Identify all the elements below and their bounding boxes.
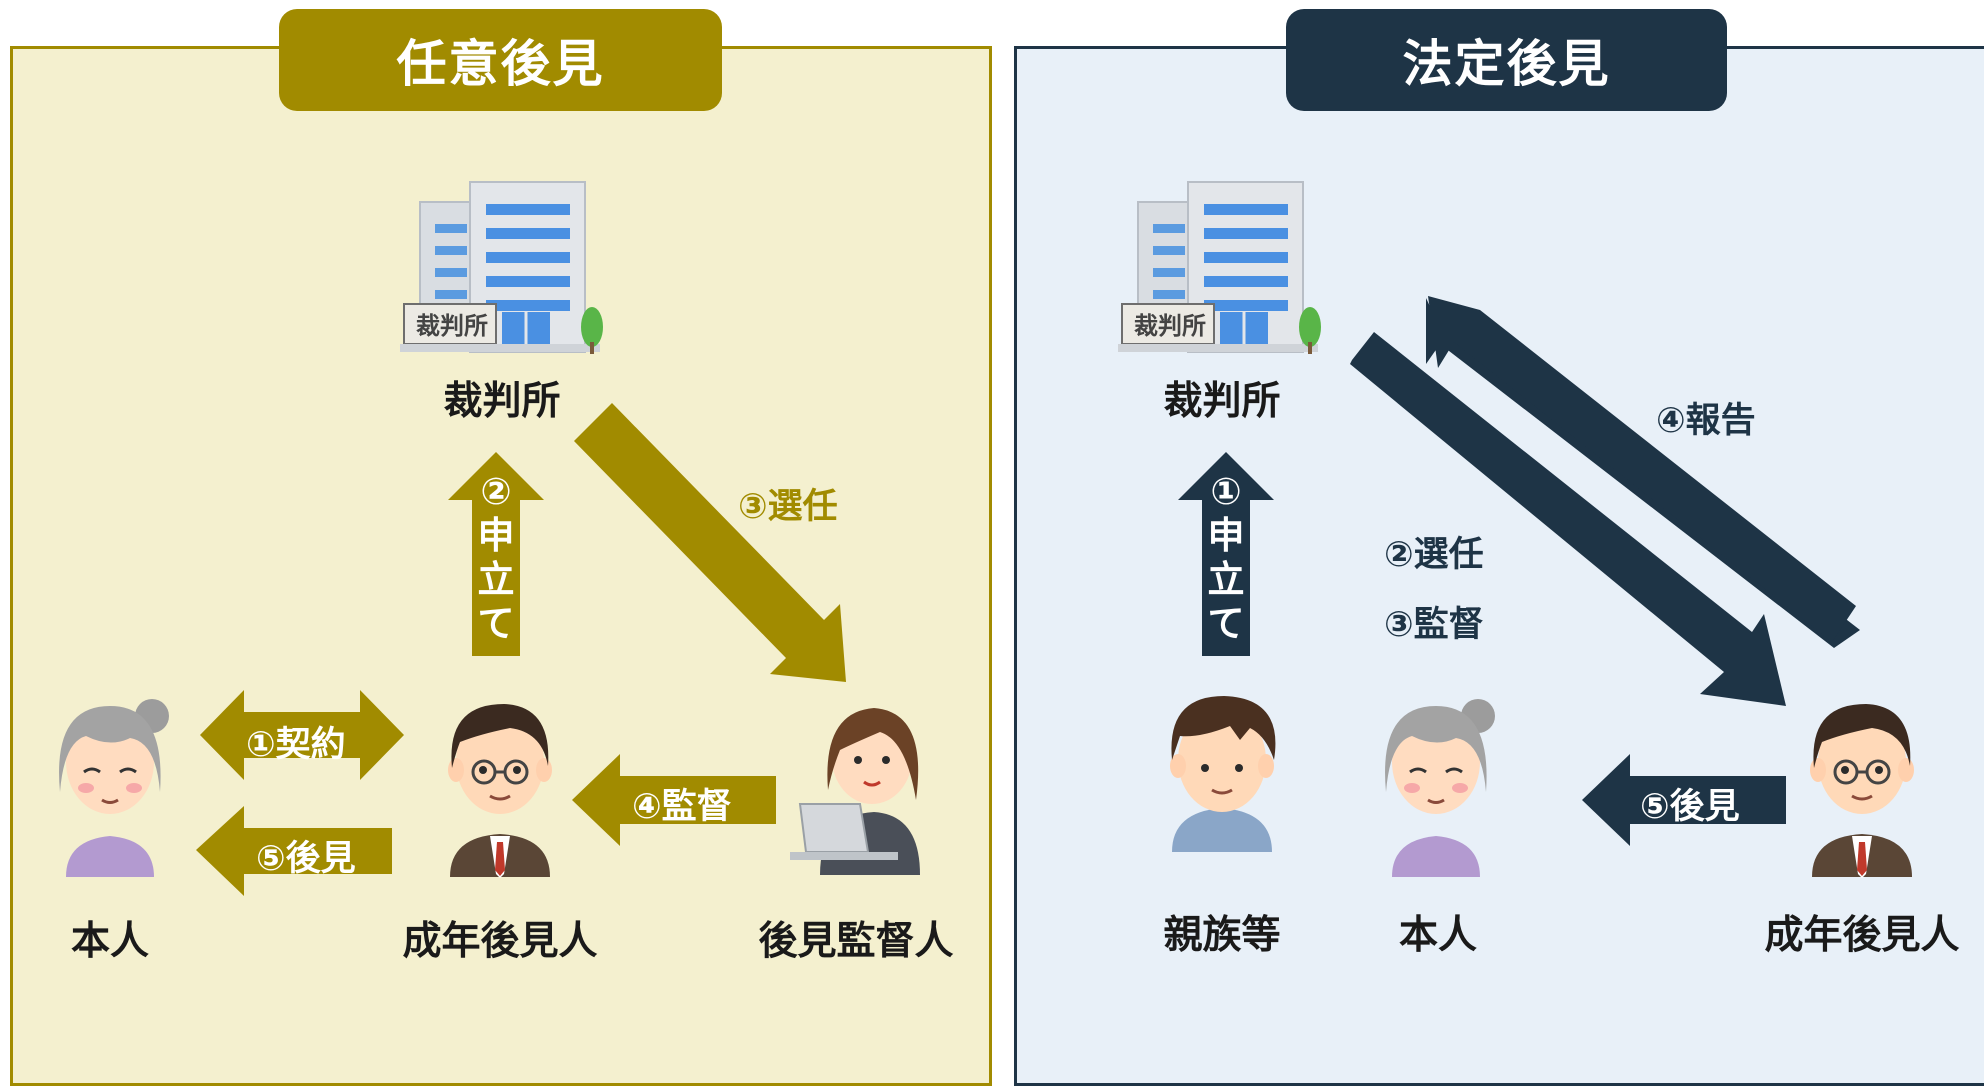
left-contract-arrow (200, 690, 404, 780)
houtei-title: 法定後見 (1286, 9, 1727, 111)
diagram-graphics (57, 180, 1916, 896)
left-supervise-arrow (572, 754, 776, 846)
left-guardian-icon (446, 702, 554, 880)
right-appoint-arrow (1350, 332, 1786, 706)
left-apply-label: ② 申 立 て (477, 470, 515, 645)
left-supervisor-icon (790, 708, 920, 875)
ninni-title: 任意後見 (279, 9, 722, 111)
left-guard-arrow (196, 806, 392, 896)
left-supervisor-label: 後見監督人 (758, 919, 954, 964)
right-principal-icon (1383, 697, 1497, 879)
right-principal-label: 本人 (1398, 913, 1478, 958)
left-court-label: 裁判所 (443, 379, 561, 424)
left-apply-arrow (448, 452, 544, 656)
right-guardian-label: 成年後見人 (1764, 913, 1960, 958)
right-supervise-label: ③監督 (1384, 605, 1484, 645)
right-court-sign: 裁判所 (1134, 312, 1206, 340)
right-apply-label: ① 申 立 て (1207, 470, 1245, 645)
left-guard-label: ⑤後見 (256, 839, 356, 879)
right-apply-arrow (1178, 452, 1274, 656)
right-court-label: 裁判所 (1163, 379, 1281, 424)
right-report-label: ④報告 (1656, 401, 1756, 441)
left-principal-icon (57, 697, 171, 879)
left-court-sign: 裁判所 (416, 312, 488, 340)
left-supervise-label: ④監督 (632, 787, 732, 827)
left-principal-label: 本人 (70, 919, 150, 964)
right-report-arrow-body (1428, 296, 1856, 642)
right-guardian-icon (1808, 702, 1916, 880)
left-contract-label: ①契約 (246, 725, 346, 765)
right-guard-label: ⑤後見 (1640, 787, 1740, 827)
left-guardian-label: 成年後見人 (402, 919, 598, 964)
right-appoint-label: ②選任 (1384, 535, 1484, 575)
right-guard-arrow (1582, 754, 1786, 846)
left-appoint-arrow (574, 403, 846, 682)
right-relatives-label: 親族等 (1163, 913, 1281, 958)
right-relatives-icon (1170, 696, 1276, 852)
left-appoint-label: ③選任 (738, 487, 838, 527)
